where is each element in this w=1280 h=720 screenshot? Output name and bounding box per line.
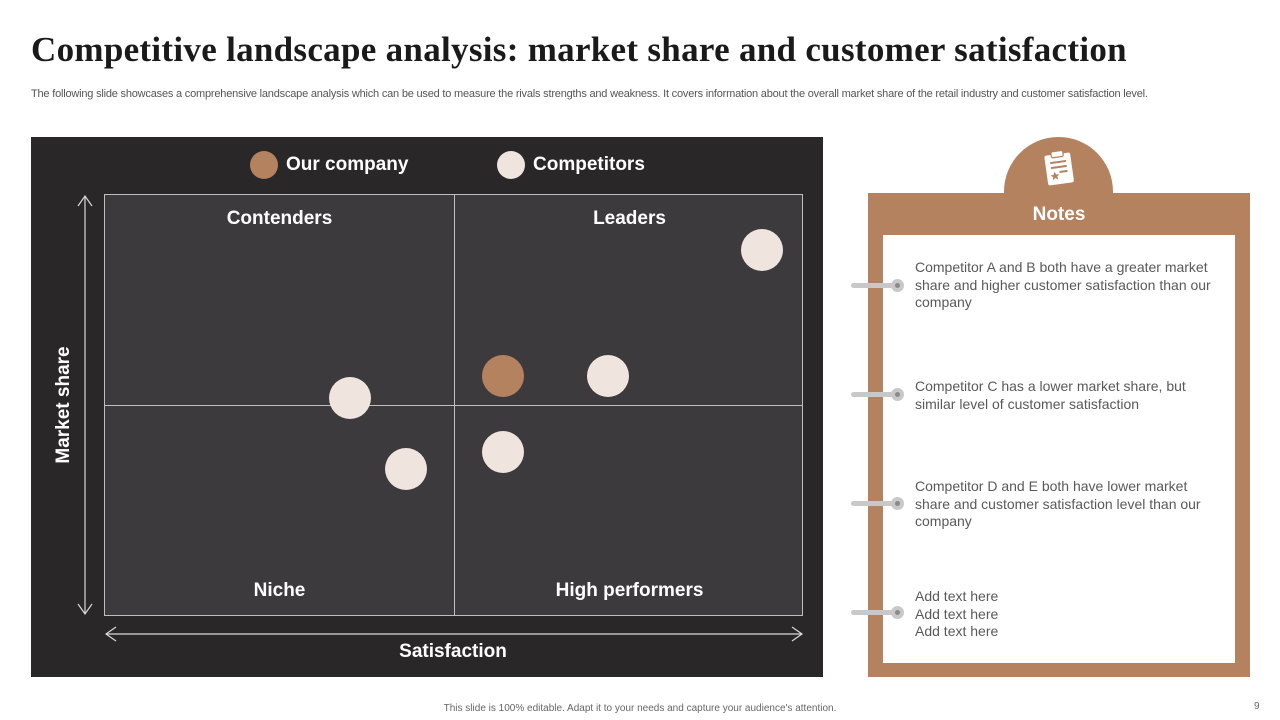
y-axis-label: Market share	[53, 346, 74, 464]
note-connector	[851, 606, 905, 619]
note-connector	[851, 388, 905, 401]
page-number: 9	[1254, 701, 1260, 712]
quadrant-grid: Contenders Leaders Niche High performers	[104, 194, 803, 616]
y-axis-arrow	[77, 194, 93, 616]
quadrant-leaders-label: Leaders	[593, 208, 666, 229]
competitor-point	[482, 431, 525, 474]
x-axis-arrow	[104, 626, 804, 642]
notes-content-area	[883, 235, 1235, 663]
competitors-swatch	[497, 151, 525, 179]
legend-our-company: Our company	[250, 151, 408, 179]
note-connector	[851, 279, 905, 292]
x-axis-label: Satisfaction	[399, 641, 507, 662]
matrix-panel: Our company Competitors Market share Con…	[31, 137, 823, 677]
competitor-point	[587, 355, 630, 398]
note-item-3: Competitor D and E both have lower marke…	[915, 478, 1201, 529]
competitor-point	[384, 448, 427, 491]
slide-subtitle: The following slide showcases a comprehe…	[31, 88, 1148, 100]
legend-our-company-label: Our company	[286, 154, 409, 175]
legend-competitors-label: Competitors	[533, 154, 645, 175]
slide-footer: This slide is 100% editable. Adapt it to…	[443, 703, 837, 714]
competitor-point	[741, 228, 784, 271]
quadrant-high-performers-label: High performers	[555, 580, 704, 601]
legend-competitors: Competitors	[497, 151, 645, 179]
our-company-point	[482, 355, 525, 398]
notes-icon-tab	[1004, 137, 1113, 195]
competitor-point	[328, 376, 371, 419]
horizontal-divider	[105, 405, 802, 406]
note-connector	[851, 497, 905, 510]
note-item-2: Competitor C has a lower market share, b…	[915, 378, 1186, 412]
our-company-swatch	[250, 151, 278, 179]
quadrant-niche-label: Niche	[253, 580, 306, 601]
notes-panel: Notes	[868, 193, 1250, 677]
slide-title: Competitive landscape analysis: market s…	[31, 30, 1127, 69]
clipboard-icon	[1044, 149, 1074, 186]
note-item-4: Add text here Add text here Add text her…	[915, 588, 999, 639]
note-item-1: Competitor A and B both have a greater m…	[915, 259, 1211, 310]
notes-title: Notes	[1032, 204, 1086, 225]
quadrant-contenders-label: Contenders	[226, 208, 333, 229]
